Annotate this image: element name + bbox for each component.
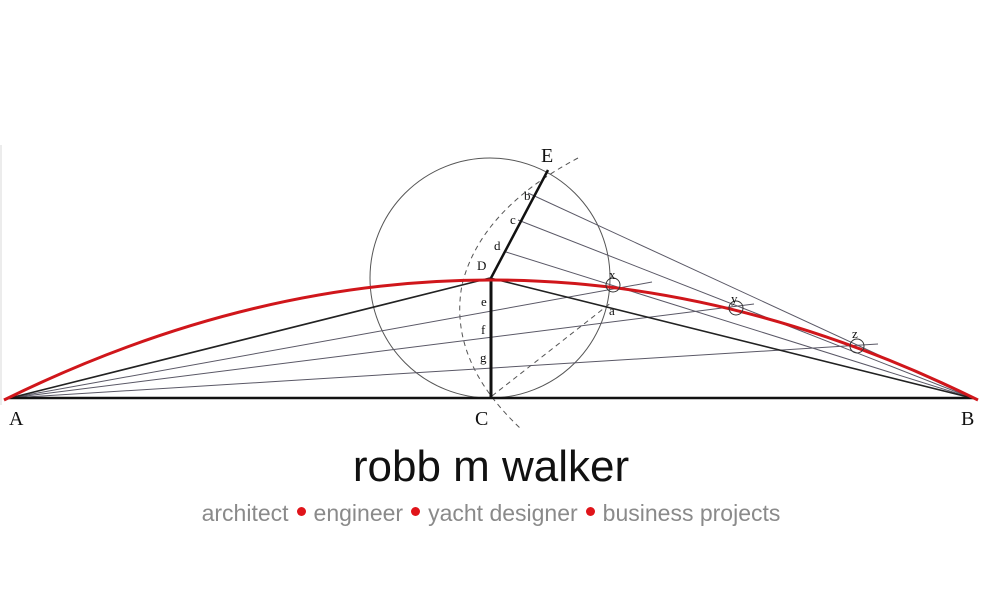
label-point-x: x bbox=[609, 267, 616, 282]
separator-dot-icon bbox=[411, 507, 421, 517]
role-architect: architect bbox=[201, 500, 289, 526]
label-point-g: g bbox=[480, 350, 487, 365]
label-point-e: E bbox=[541, 145, 553, 167]
dashed-arc bbox=[459, 157, 579, 429]
triangle-lines bbox=[9, 277, 973, 399]
separator-dot-icon bbox=[296, 507, 306, 517]
brand-name: robb m walker bbox=[352, 442, 630, 491]
marker-circle-x bbox=[605, 277, 621, 293]
label-point-y: y bbox=[731, 291, 738, 306]
role-engineer: engineer bbox=[313, 500, 404, 526]
label-point-d: D bbox=[477, 258, 486, 273]
marker-circle-y bbox=[728, 300, 744, 316]
label-point-b: B bbox=[961, 408, 974, 430]
label-point-z: z bbox=[852, 326, 858, 341]
red-arc bbox=[3, 278, 979, 402]
roles-tagline: architect engineer yacht designer business … bbox=[0, 500, 982, 527]
label-point-c-small: c bbox=[510, 212, 516, 227]
label-point-c: C bbox=[475, 408, 488, 430]
dashed-line-c-a bbox=[491, 301, 613, 397]
role-business-projects: business projects bbox=[602, 500, 781, 526]
label-point-a-small: a bbox=[609, 303, 615, 318]
label-point-f: f bbox=[481, 322, 486, 337]
lines-from-a bbox=[9, 281, 879, 399]
label-point-e-small: e bbox=[481, 294, 487, 309]
label-point-d-small: d bbox=[494, 238, 501, 253]
line-de bbox=[489, 169, 550, 279]
label-point-b-small: b bbox=[524, 188, 531, 203]
label-point-a: A bbox=[9, 408, 24, 430]
separator-dot-icon bbox=[585, 507, 595, 517]
marker-circle-z bbox=[849, 338, 865, 354]
role-yacht-designer: yacht designer bbox=[428, 500, 578, 526]
